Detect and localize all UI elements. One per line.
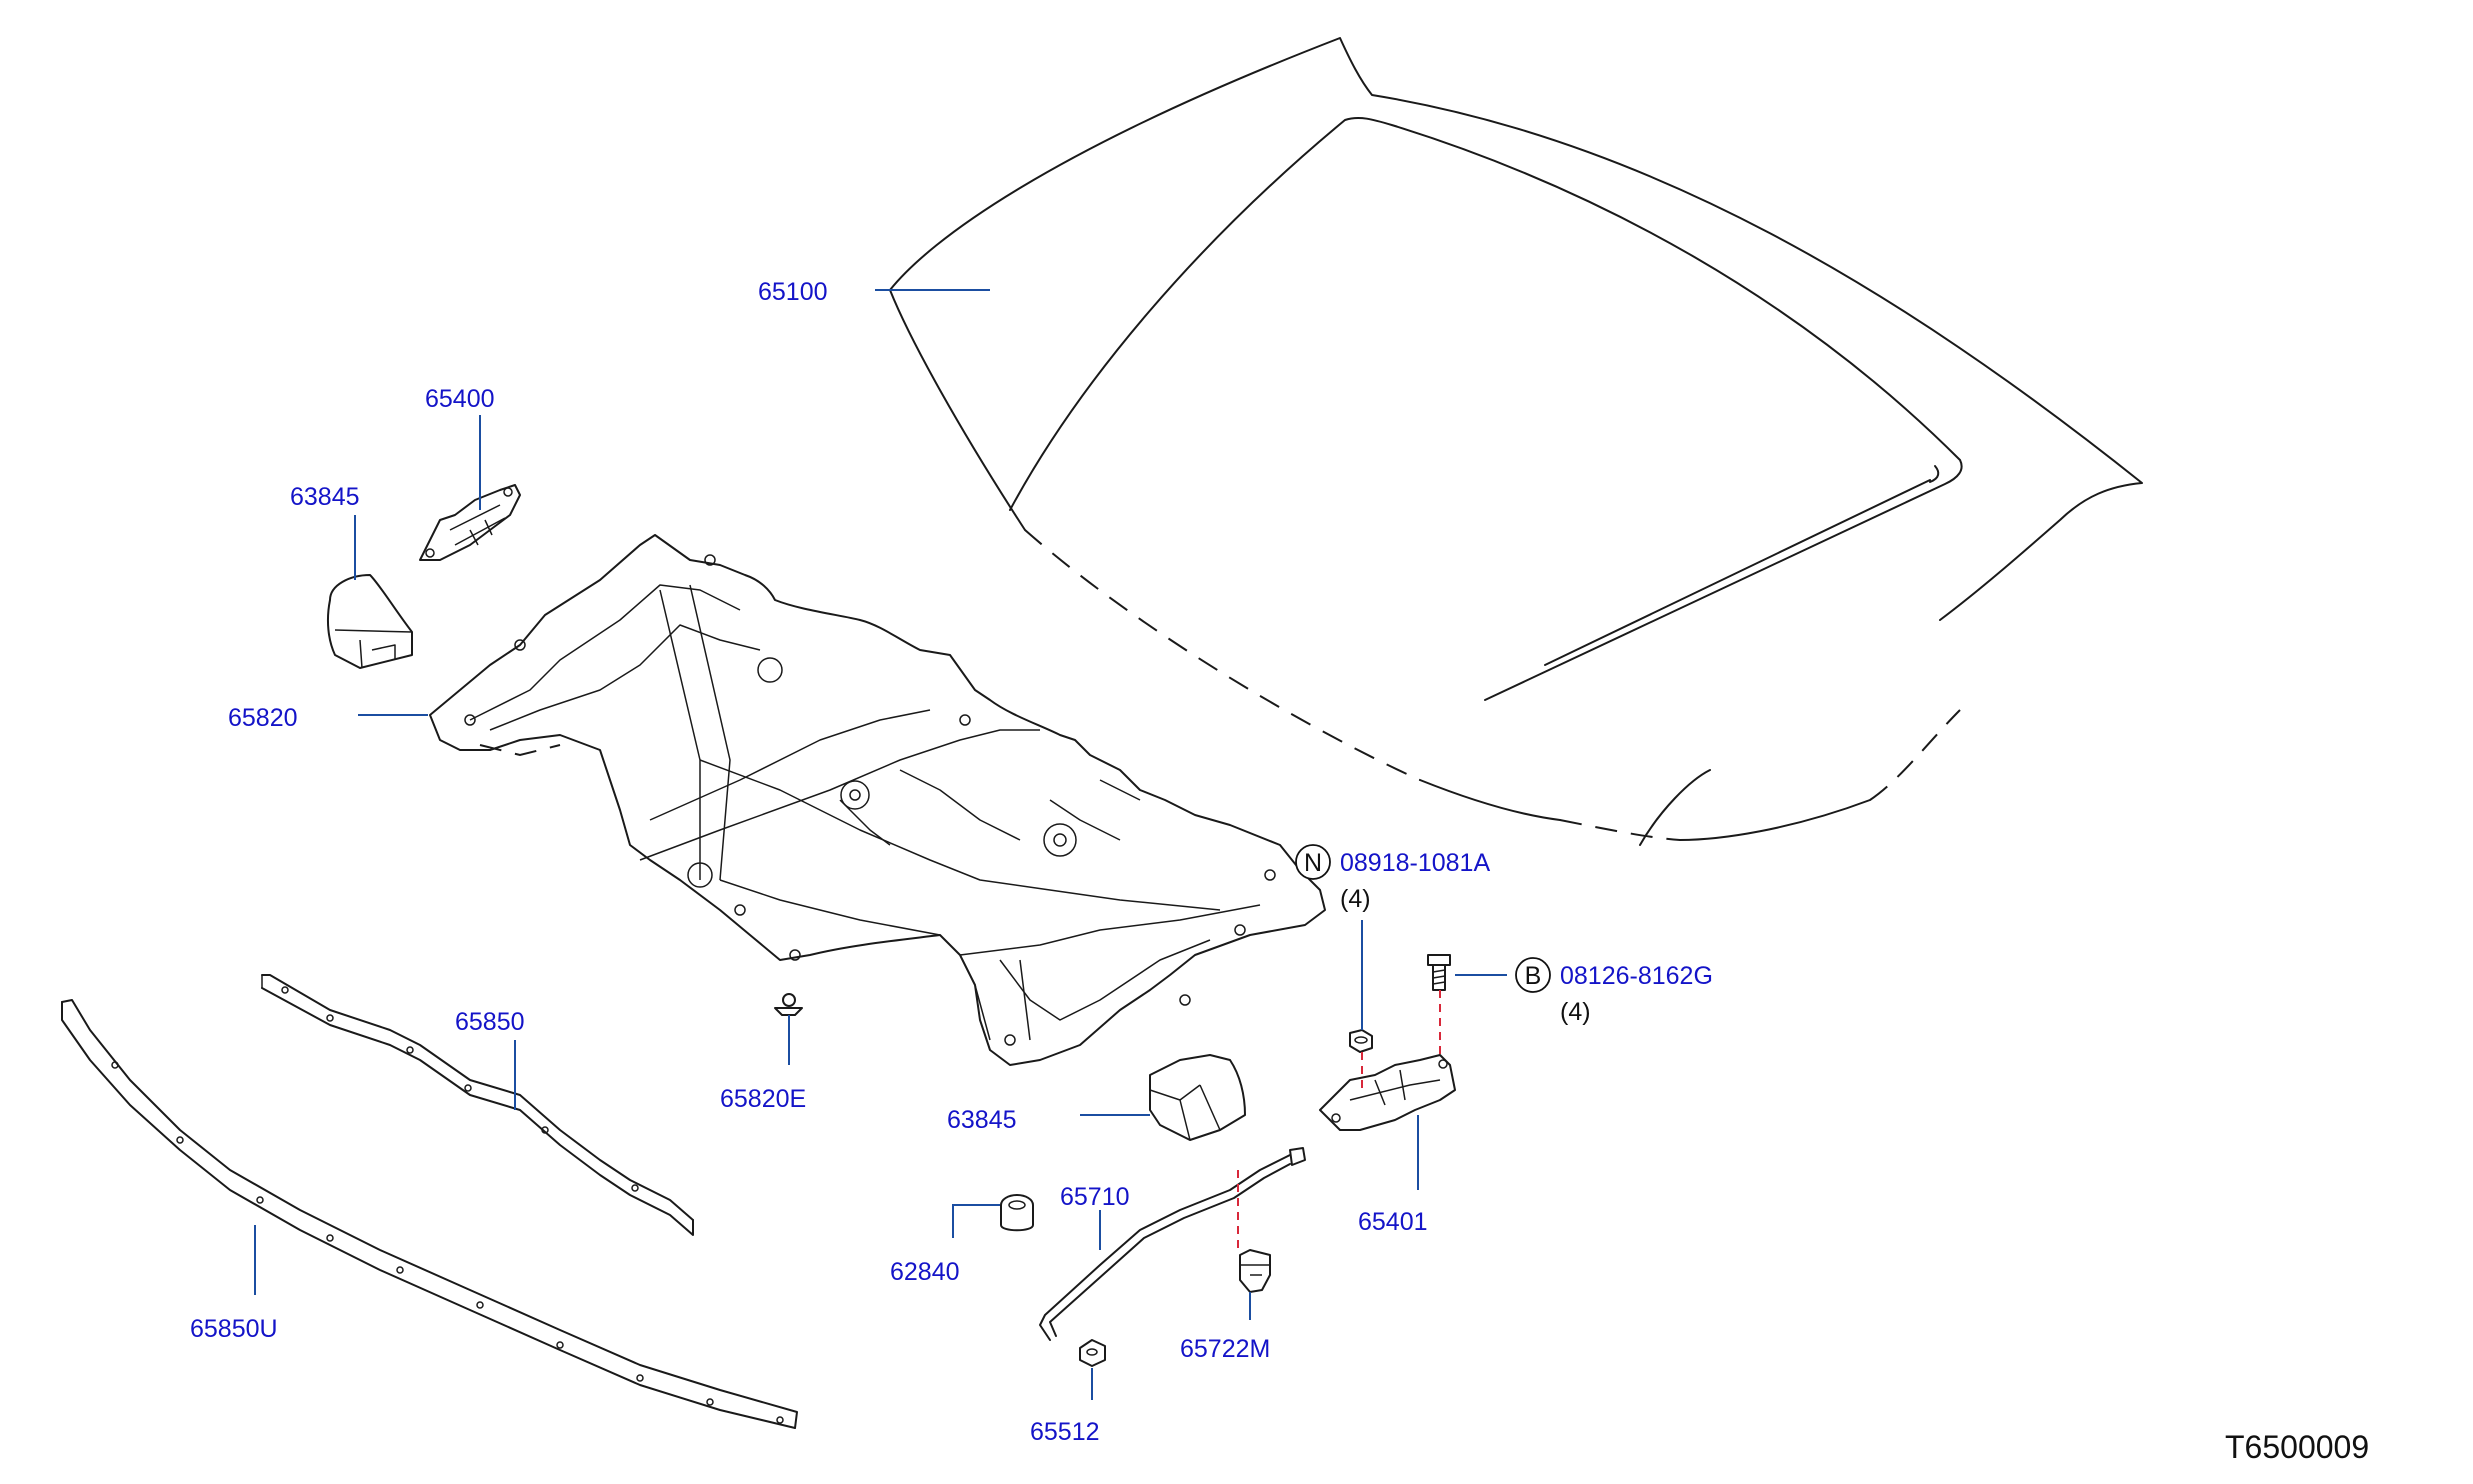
label-grommet[interactable]: 62840: [890, 1258, 960, 1286]
hinge-bolt[interactable]: [1427, 954, 1451, 991]
hood-stopper-right[interactable]: [1149, 1054, 1246, 1141]
leader-grommet: [952, 1204, 1000, 1238]
rubber-grommet[interactable]: [1000, 1194, 1034, 1232]
stay-rod-clip[interactable]: [1239, 1249, 1271, 1293]
hood-hinge-left[interactable]: [419, 484, 521, 561]
hood-hinge-right[interactable]: [1319, 1054, 1456, 1131]
label-stay-rod[interactable]: 65710: [1060, 1183, 1130, 1211]
label-stay-clip[interactable]: 65722M: [1180, 1335, 1270, 1363]
bolt-marker-circle: [1515, 957, 1551, 993]
label-nut-part[interactable]: 08918-1081A: [1340, 849, 1490, 877]
label-insulator-clip[interactable]: 65820E: [720, 1085, 806, 1113]
label-stay-grommet[interactable]: 65512: [1030, 1418, 1100, 1446]
diagram-code: T6500009: [2225, 1429, 2369, 1465]
hood-insulator[interactable]: [429, 534, 1326, 1066]
label-bolt-qty: (4): [1560, 998, 1591, 1026]
label-hood[interactable]: 65100: [758, 278, 828, 306]
hood-stopper-left[interactable]: [326, 574, 413, 669]
hood-panel[interactable]: [889, 37, 2143, 846]
insulator-clip[interactable]: [774, 993, 803, 1016]
hood-seal[interactable]: [261, 974, 694, 1236]
label-seal-lower[interactable]: 65850U: [190, 1315, 278, 1343]
label-insulator[interactable]: 65820: [228, 704, 298, 732]
label-nut-qty: (4): [1340, 885, 1371, 913]
label-bolt-part[interactable]: 08126-8162G: [1560, 962, 1713, 990]
hinge-nut[interactable]: [1349, 1029, 1373, 1053]
hood-stay-rod[interactable]: [1039, 1147, 1306, 1341]
label-stopper-right[interactable]: 63845: [947, 1106, 1017, 1134]
nut-marker: N: [1304, 849, 1322, 877]
nut-marker-circle: [1295, 844, 1331, 880]
label-hinge-left[interactable]: 65400: [425, 385, 495, 413]
label-stopper-left[interactable]: 63845: [290, 483, 360, 511]
bolt-marker: B: [1525, 962, 1542, 990]
label-seal[interactable]: 65850: [455, 1008, 525, 1036]
stay-grommet[interactable]: [1079, 1339, 1106, 1367]
label-hinge-right[interactable]: 65401: [1358, 1208, 1428, 1236]
hood-seal-lower[interactable]: [61, 999, 798, 1429]
